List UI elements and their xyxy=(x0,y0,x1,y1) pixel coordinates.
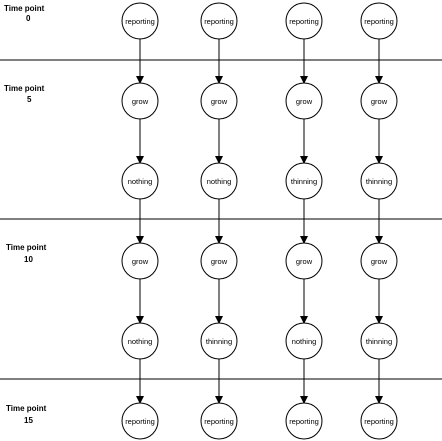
activity-node: grow xyxy=(360,82,398,120)
activity-node-circle xyxy=(285,242,323,280)
activity-node-circle xyxy=(121,322,159,360)
activity-node-circle xyxy=(285,322,323,360)
time-point-value: 10 xyxy=(24,255,33,264)
activity-node-circle xyxy=(200,402,238,440)
activity-node-circle xyxy=(360,402,398,440)
activity-node-circle xyxy=(285,162,323,200)
activity-node: reporting xyxy=(121,2,159,40)
activity-node-label: reporting xyxy=(364,417,394,426)
activity-node: grow xyxy=(121,242,159,280)
activity-node-label: thinning xyxy=(206,337,232,346)
activity-node-circle xyxy=(121,82,159,120)
activity-nodes: reporting grow nothing grow nothing reporting… xyxy=(121,2,398,440)
activity-node: grow xyxy=(285,82,323,120)
activity-node: nothing xyxy=(285,322,323,360)
activity-node: reporting xyxy=(285,2,323,40)
activity-node: thinning xyxy=(360,322,398,360)
activity-node-circle xyxy=(200,162,238,200)
activity-node-circle xyxy=(285,82,323,120)
time-point-dividers xyxy=(0,59,442,380)
activity-node: reporting xyxy=(285,402,323,440)
activity-node-circle xyxy=(360,162,398,200)
activity-node: thinning xyxy=(360,162,398,200)
activity-node-label: reporting xyxy=(364,17,394,26)
activity-node: reporting xyxy=(121,402,159,440)
time-point-label: Time point xyxy=(6,404,47,413)
activity-node-circle xyxy=(200,2,238,40)
activity-node: reporting xyxy=(200,402,238,440)
activity-node-circle xyxy=(360,322,398,360)
activity-node-label: thinning xyxy=(366,177,392,186)
time-point-label: Time point xyxy=(4,84,45,93)
transition-arrows xyxy=(136,39,383,404)
activity-node-circle xyxy=(200,242,238,280)
activity-node-circle xyxy=(121,162,159,200)
time-point-label: Time point xyxy=(6,243,47,252)
activity-node: reporting xyxy=(360,402,398,440)
activity-node-circle xyxy=(360,82,398,120)
activity-node-label: grow xyxy=(296,257,313,266)
activity-node-label: grow xyxy=(371,97,388,106)
activity-node-circle xyxy=(285,2,323,40)
time-point-value: 5 xyxy=(27,95,32,104)
activity-node-circle xyxy=(200,322,238,360)
activity-node-label: grow xyxy=(211,97,228,106)
activity-node-circle xyxy=(121,242,159,280)
activity-node-circle xyxy=(121,402,159,440)
activity-node-label: reporting xyxy=(125,17,155,26)
activity-node: nothing xyxy=(200,162,238,200)
activity-node: grow xyxy=(121,82,159,120)
activity-node-label: nothing xyxy=(128,177,153,186)
activity-node-label: grow xyxy=(371,257,388,266)
activity-node-label: reporting xyxy=(289,17,319,26)
activity-node: grow xyxy=(285,242,323,280)
activity-node-circle xyxy=(121,2,159,40)
activity-node-label: thinning xyxy=(291,177,317,186)
time-point-value: 15 xyxy=(24,416,33,425)
activity-node-circle xyxy=(360,242,398,280)
time-point-value: 0 xyxy=(26,14,31,23)
activity-node: grow xyxy=(360,242,398,280)
activity-node: thinning xyxy=(200,322,238,360)
activity-node-label: nothing xyxy=(207,177,232,186)
activity-node-label: grow xyxy=(211,257,228,266)
activity-node-circle xyxy=(200,82,238,120)
activity-node-label: nothing xyxy=(292,337,317,346)
time-point-label: Time point xyxy=(4,4,45,13)
activity-node-label: nothing xyxy=(128,337,153,346)
activity-node-circle xyxy=(285,402,323,440)
activity-node: nothing xyxy=(121,322,159,360)
activity-node-label: reporting xyxy=(204,17,234,26)
activity-node-label: reporting xyxy=(125,417,155,426)
activity-node-label: thinning xyxy=(366,337,392,346)
activity-node-circle xyxy=(360,2,398,40)
activity-node: grow xyxy=(200,82,238,120)
activity-node: reporting xyxy=(200,2,238,40)
activity-node-label: reporting xyxy=(289,417,319,426)
activity-node: nothing xyxy=(121,162,159,200)
activity-node: grow xyxy=(200,242,238,280)
activity-node: reporting xyxy=(360,2,398,40)
activity-node-label: grow xyxy=(132,257,149,266)
activity-node: thinning xyxy=(285,162,323,200)
activity-node-label: grow xyxy=(296,97,313,106)
activity-node-label: reporting xyxy=(204,417,234,426)
activity-node-label: grow xyxy=(132,97,149,106)
